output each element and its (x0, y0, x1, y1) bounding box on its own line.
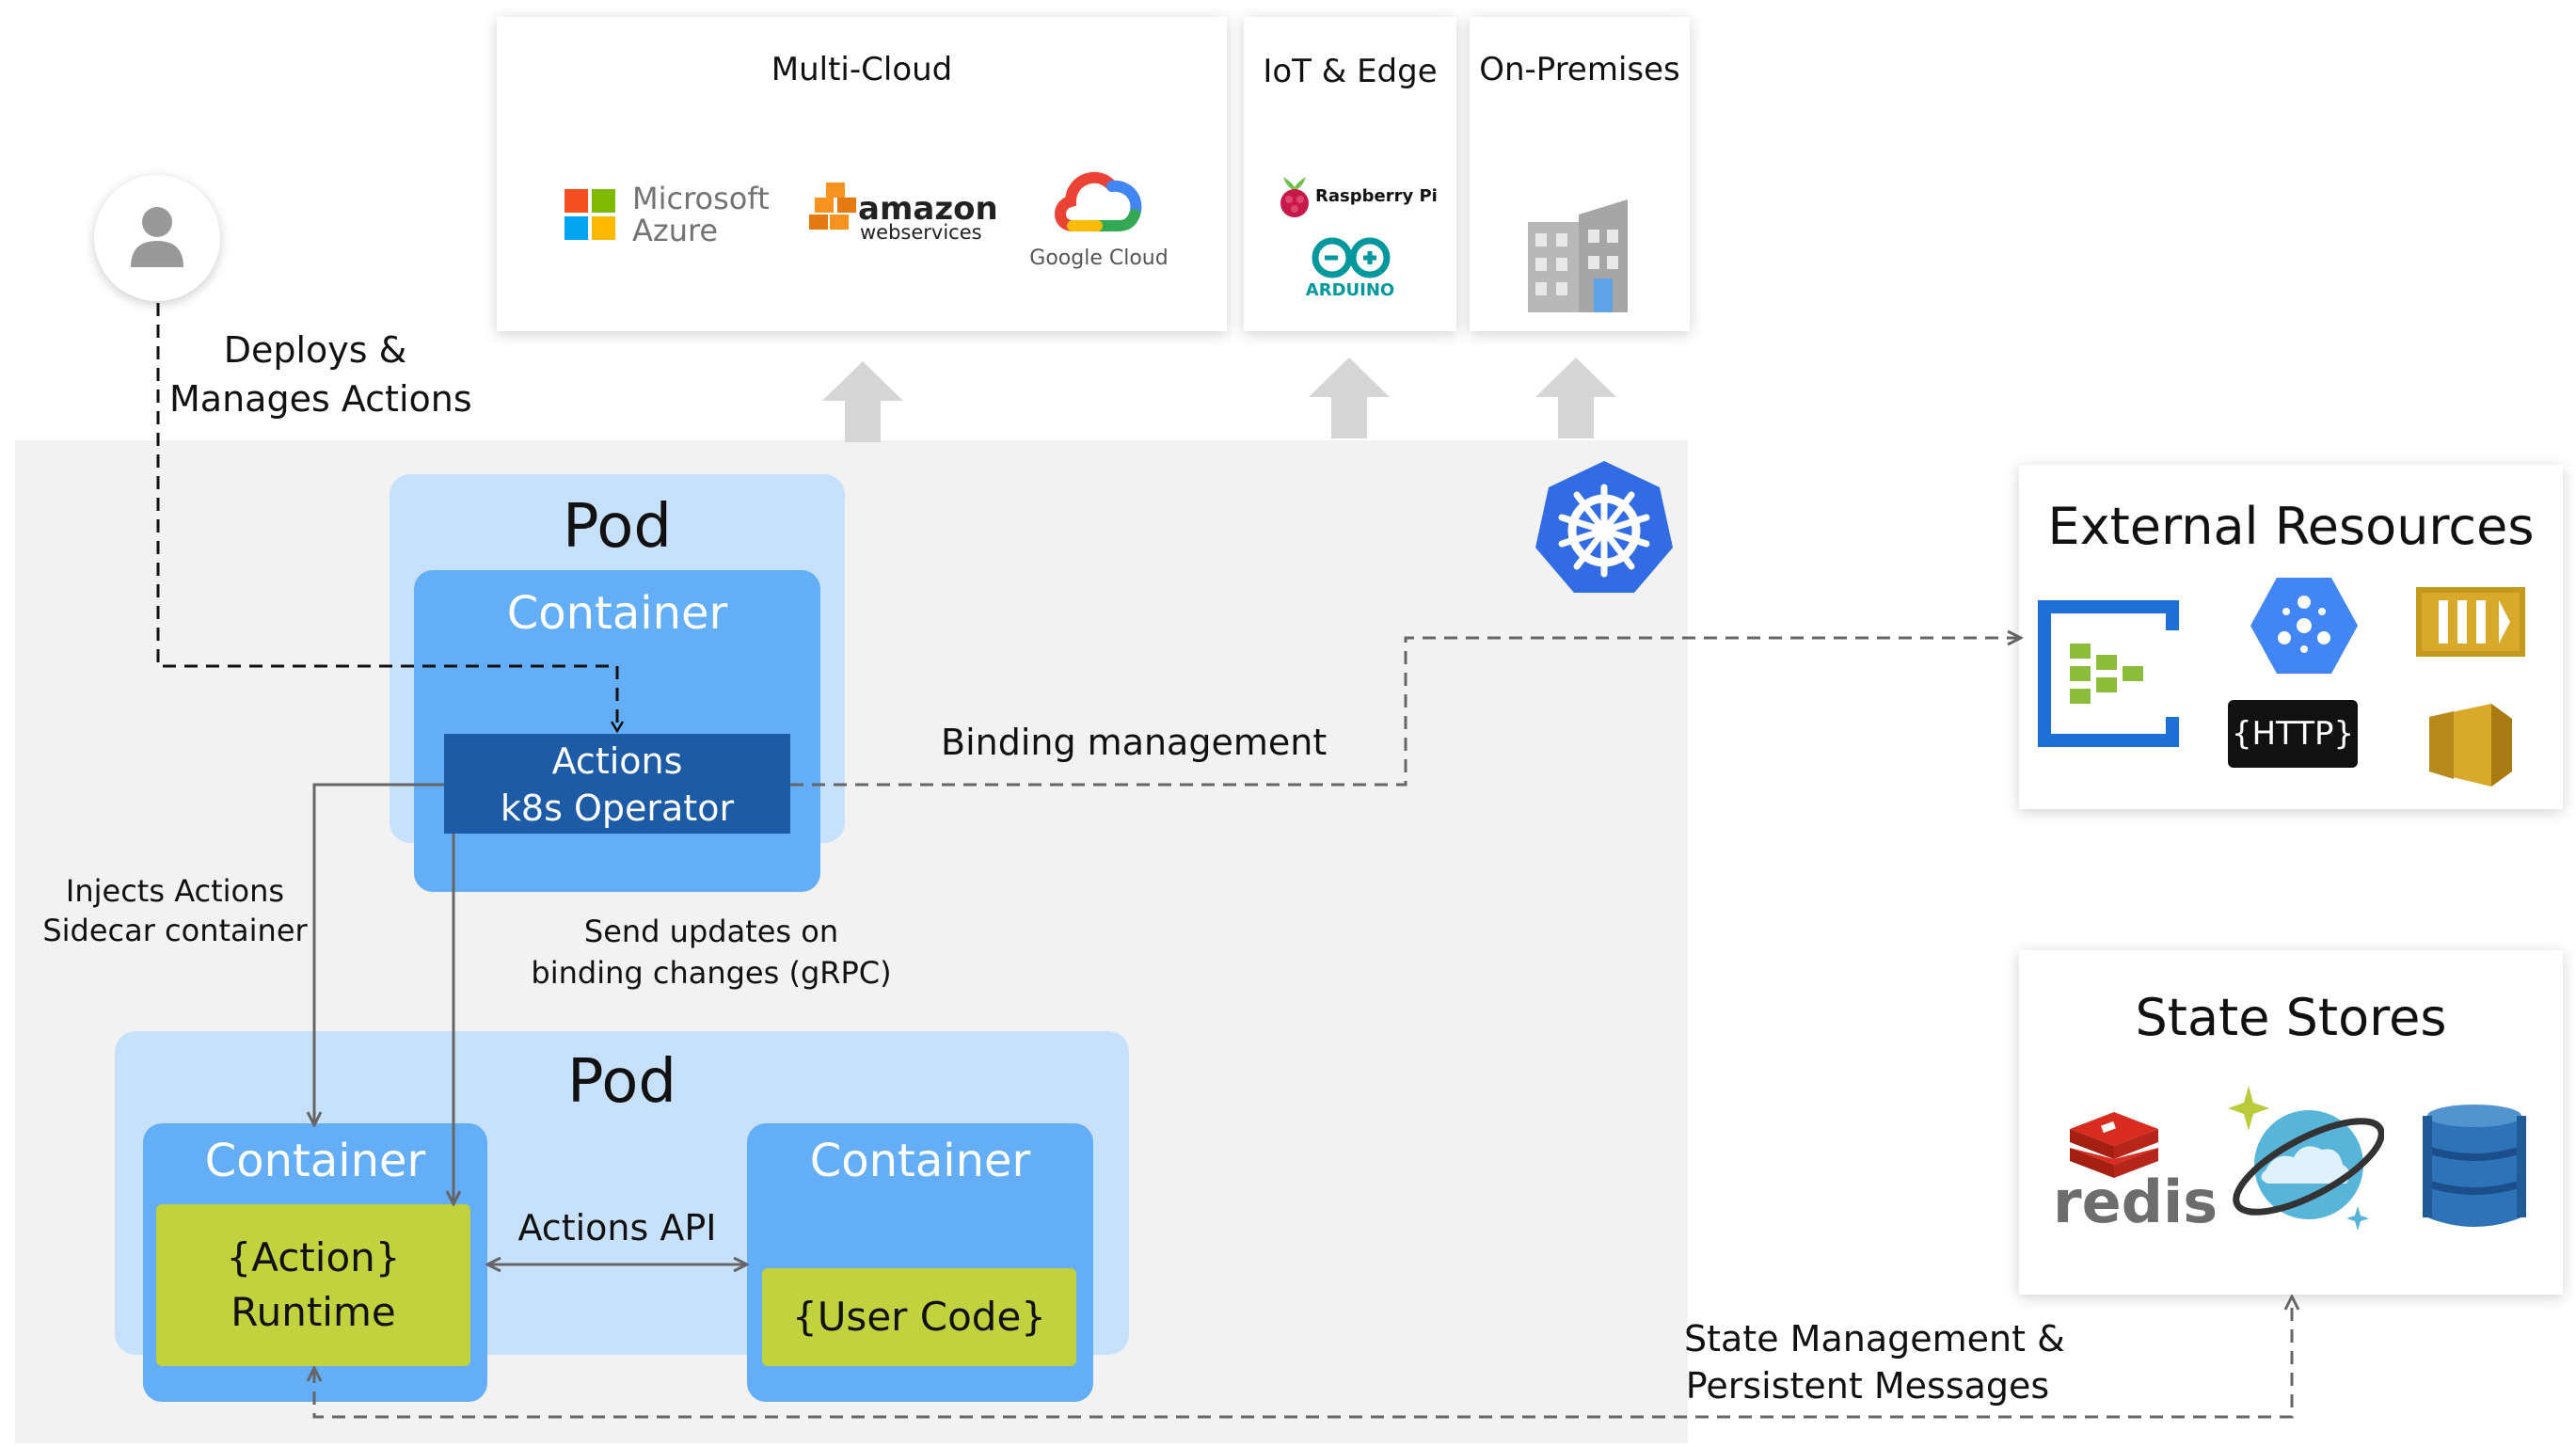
injects-sidecar-label: Injects Actions Sidecar container (42, 873, 308, 948)
operator-pod-label: Pod (562, 492, 673, 562)
redis-logo-icon (2070, 1112, 2158, 1178)
on-premises-box: On-Premises (1470, 17, 1690, 331)
application-pod-label: Pod (566, 1047, 677, 1117)
kubernetes-logo-icon (1535, 461, 1673, 593)
operator-container-label: Container (506, 587, 728, 640)
event-hubs-icon (2038, 600, 2179, 747)
sns-icon (2429, 704, 2512, 787)
multi-cloud-box: Multi-Cloud Microsoft Azure amazon webse… (497, 17, 1227, 331)
dynamodb-icon (2423, 1105, 2526, 1227)
up-arrow-multi-cloud-icon (822, 361, 903, 442)
google-cloud-icon (1055, 171, 1142, 231)
external-resources-box: External Resources {HTTP} (2019, 465, 2563, 809)
aws-cubes-icon (809, 183, 864, 233)
actions-k8s-operator[interactable]: Actions k8s Operator (444, 734, 790, 834)
multi-cloud-title: Multi-Cloud (771, 51, 953, 88)
user-avatar (94, 175, 220, 301)
send-updates-label: Send updates on binding changes (gRPC) (531, 914, 892, 991)
deploys-manages-label: Deploys & Manages Actions (169, 329, 472, 420)
iot-edge-title: IoT & Edge (1263, 53, 1438, 90)
state-management-label: State Management & Persistent Messages (1684, 1318, 2065, 1407)
up-arrow-on-premises-icon (1535, 358, 1616, 438)
runtime-container-label: Container (204, 1135, 426, 1187)
user-icon (131, 207, 183, 267)
arduino-text: ARDUINO (1305, 280, 1395, 300)
google-cloud-text: Google Cloud (1029, 246, 1169, 270)
pubsub-icon (2250, 578, 2358, 674)
raspberry-pi-icon (1280, 177, 1309, 217)
binding-management-label: Binding management (941, 722, 1328, 763)
state-stores-box: State Stores redis (2019, 950, 2563, 1295)
iot-edge-box: IoT & Edge Raspberry Pi ARDUINO (1244, 17, 1456, 331)
on-premises-title: On-Premises (1479, 51, 1680, 88)
http-badge: {HTTP} (2228, 700, 2358, 768)
microsoft-azure-text: Microsoft Azure (632, 181, 770, 248)
state-stores-title: State Stores (2135, 988, 2447, 1047)
redis-text: redis (2053, 1168, 2218, 1236)
state-management-connector (314, 1298, 2292, 1419)
external-resources-title: External Resources (2047, 497, 2535, 556)
amazon-text: amazon (858, 190, 998, 228)
up-arrow-iot-icon (1309, 358, 1390, 438)
webservices-text: webservices (860, 221, 982, 244)
raspberry-pi-text: Raspberry Pi (1315, 186, 1438, 206)
user-code-container-label: Container (809, 1135, 1031, 1187)
building-icon (1528, 199, 1628, 312)
arduino-icon (1312, 237, 1391, 278)
deploy-connector (156, 303, 617, 730)
inject-sidecar-connector (314, 783, 444, 1123)
microsoft-logo-icon (564, 189, 615, 240)
cosmos-db-icon (2228, 1086, 2384, 1231)
sqs-icon (2416, 587, 2525, 657)
actions-api-label: Actions API (517, 1207, 717, 1248)
binding-management-connector (790, 638, 2019, 787)
